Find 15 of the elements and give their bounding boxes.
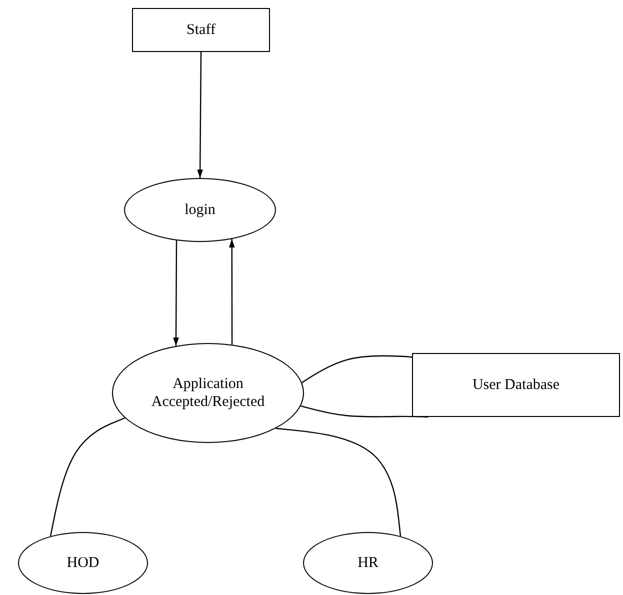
connector-line	[302, 355, 412, 384]
node-label: Application Accepted/Rejected	[150, 375, 266, 411]
connector-line	[300, 405, 428, 418]
node-label: User Database	[472, 376, 560, 394]
data-store-box	[412, 353, 620, 417]
node-label: login	[184, 201, 216, 219]
node-label: HR	[358, 554, 378, 572]
connector-line	[276, 428, 402, 536]
node-label: Staff	[186, 21, 216, 39]
arrow	[228, 239, 235, 345]
arrow	[173, 240, 179, 346]
entity-box	[132, 8, 270, 52]
arrow	[197, 52, 203, 178]
node-label: HOD	[66, 554, 100, 572]
connector-line	[50, 417, 126, 536]
